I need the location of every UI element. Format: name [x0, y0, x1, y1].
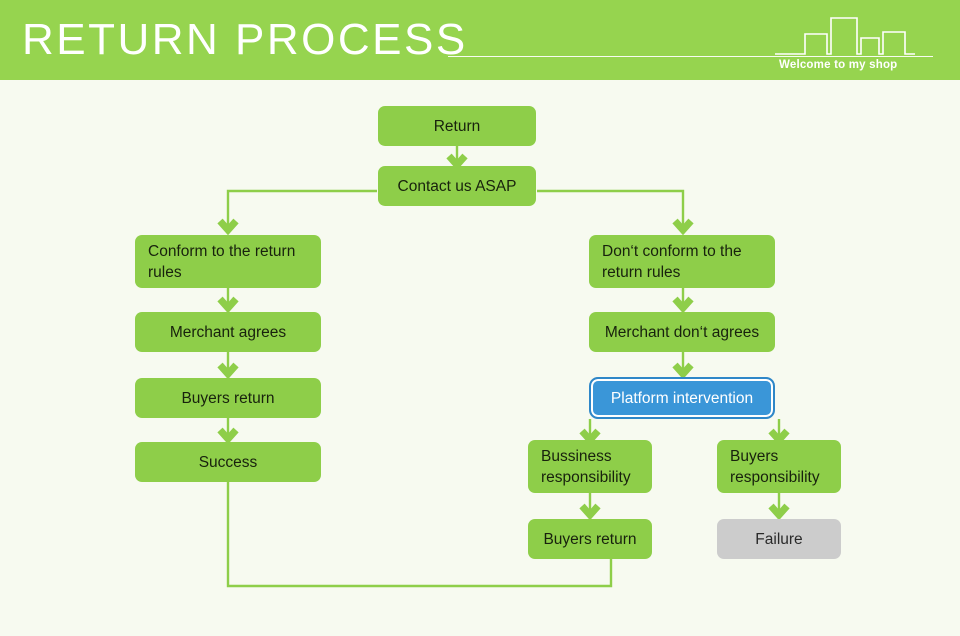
edge-contact-to-conform [226, 189, 377, 227]
node-contact-us-asap[interactable]: Contact us ASAP [378, 166, 536, 206]
header-tagline: Welcome to my shop [779, 59, 898, 71]
node-buyers-return-left[interactable]: Buyers return [135, 378, 321, 418]
header-divider-line [448, 56, 933, 57]
node-merchant-agrees[interactable]: Merchant agrees [135, 312, 321, 352]
node-buyers-return-right[interactable]: Buyers return [528, 519, 652, 559]
node-success[interactable]: Success [135, 442, 321, 482]
node-buyers-responsibility[interactable]: Buyers responsibility [717, 440, 841, 493]
arrowhead-buyers-return-right [579, 503, 601, 521]
arrowhead-merchant-dont [672, 296, 694, 314]
node-dont-conform-to-return-rules[interactable]: Don‘t conform to the return rules [589, 235, 775, 288]
arrowhead-merchant-agrees [217, 296, 239, 314]
skyline-bars-icon [775, 17, 915, 55]
edge-contact-to-not-conform [537, 189, 685, 227]
node-bussiness-responsibility[interactable]: Bussiness responsibility [528, 440, 652, 493]
node-merchant-dont-agrees[interactable]: Merchant don‘t agrees [589, 312, 775, 352]
page-title: RETURN PROCESS [22, 15, 468, 64]
arrowhead-contact [446, 153, 468, 171]
node-conform-to-return-rules[interactable]: Conform to the return rules [135, 235, 321, 288]
page-header: RETURN PROCESS Welcome to my shop [0, 0, 960, 80]
node-platform-intervention[interactable]: Platform intervention [589, 377, 775, 419]
node-failure[interactable]: Failure [717, 519, 841, 559]
edge-buyers-return-loop-to-success [226, 472, 613, 588]
arrowhead-failure [768, 503, 790, 521]
arrowhead-not-conform [672, 218, 694, 236]
arrowhead-conform [217, 218, 239, 236]
flow-canvas: Return Contact us ASAP Conform to the re… [0, 80, 960, 636]
arrowhead-buyers-return-left [217, 362, 239, 380]
arrowhead-success [217, 427, 239, 445]
node-return[interactable]: Return [378, 106, 536, 146]
arrowhead-platform [672, 362, 694, 380]
